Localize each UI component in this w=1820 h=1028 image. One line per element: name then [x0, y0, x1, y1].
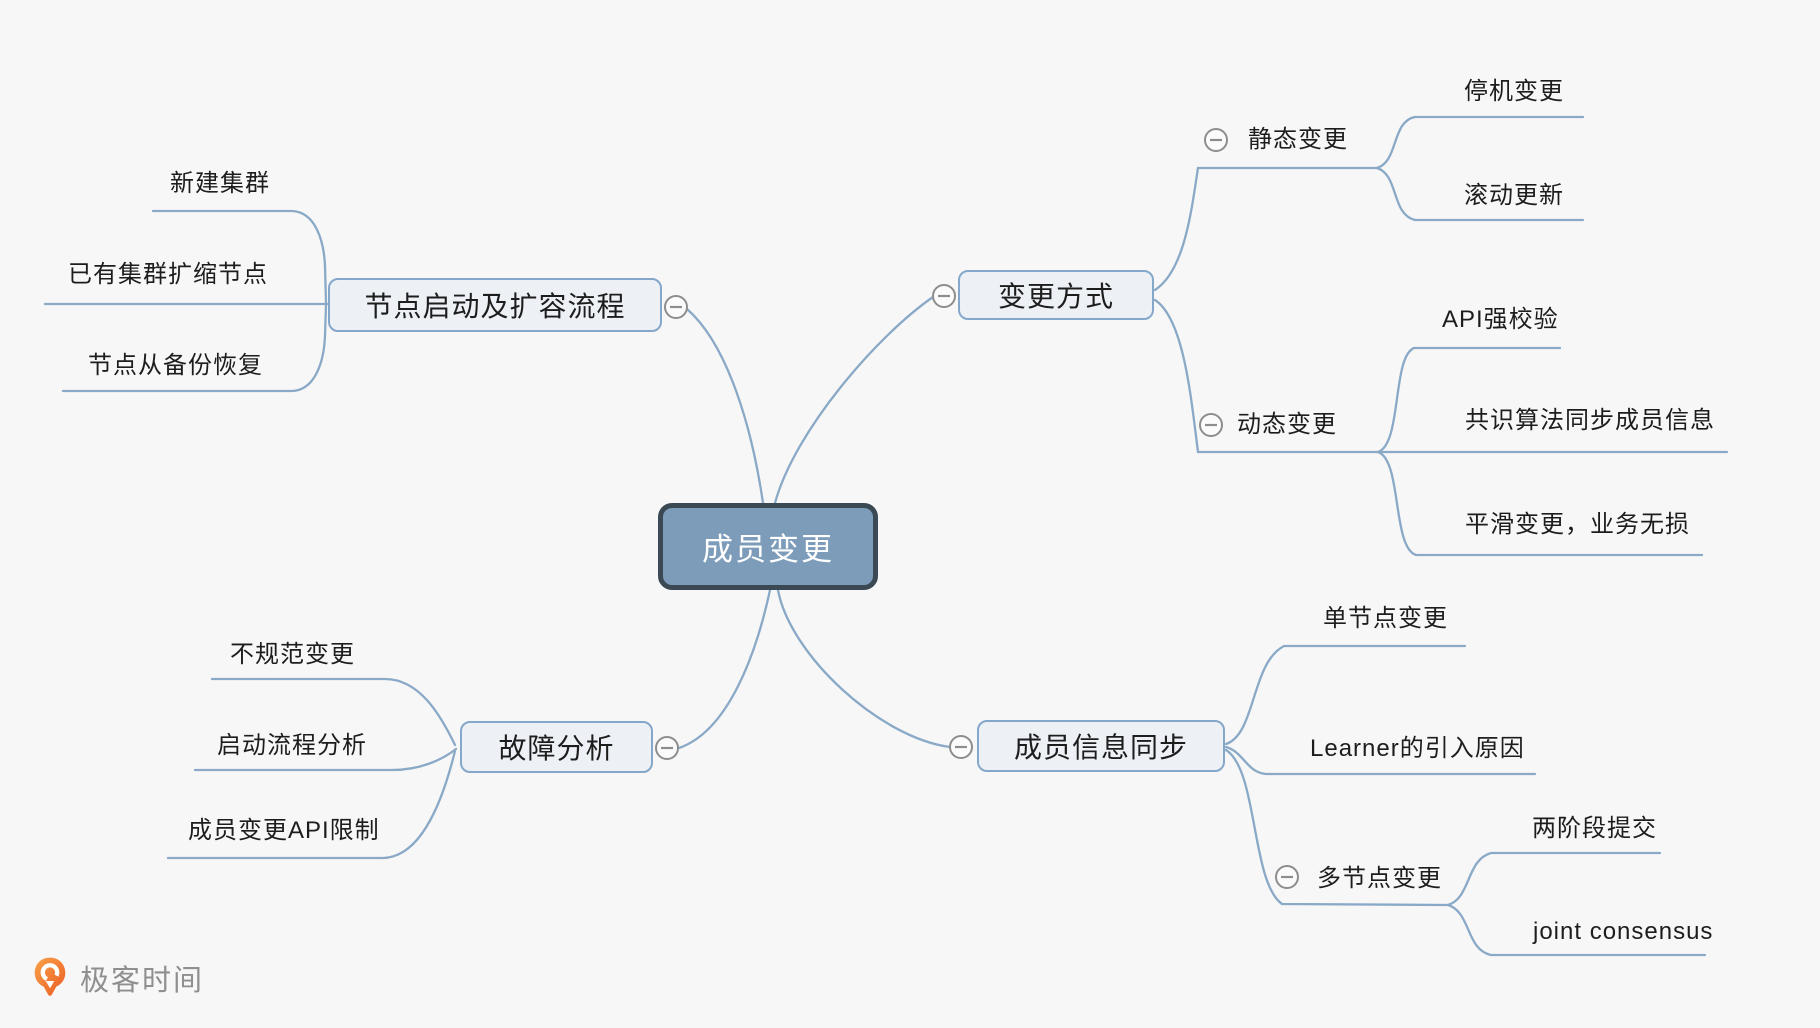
- connector-root-sync: [776, 588, 952, 749]
- subtopic-dynamic-change[interactable]: 动态变更: [1237, 411, 1337, 438]
- subtopic-multi-node-change[interactable]: 多节点变更: [1317, 865, 1442, 892]
- connector-downtime-change: [1375, 115, 1585, 170]
- topic-fault-analysis-label: 故障分析: [498, 733, 615, 764]
- collapse-icon-fault[interactable]: [655, 736, 679, 760]
- connector-new-cluster: [151, 209, 328, 305]
- connector-two-phase-commit: [1446, 851, 1662, 907]
- leaf-rolling-update[interactable]: 滚动更新: [1464, 182, 1564, 209]
- topic-fault-analysis[interactable]: 故障分析: [460, 721, 653, 773]
- connector-api-validation: [1376, 346, 1562, 454]
- geektime-logo: 极客时间: [33, 956, 204, 1000]
- connector-rolling-update: [1375, 166, 1585, 222]
- leaf-startup-flow-analysis[interactable]: 启动流程分析: [217, 732, 367, 759]
- connector-smooth-change: [1376, 450, 1704, 557]
- leaf-single-node-change[interactable]: 单节点变更: [1323, 605, 1448, 632]
- leaf-smooth-change-no-loss[interactable]: 平滑变更，业务无损: [1465, 511, 1690, 538]
- leaf-consensus-sync-member-info[interactable]: 共识算法同步成员信息: [1465, 407, 1715, 434]
- leaf-nonstandard-change[interactable]: 不规范变更: [230, 641, 355, 668]
- connector-restore-backup: [61, 303, 328, 393]
- collapse-icon-startup[interactable]: [664, 295, 688, 319]
- leaf-joint-consensus[interactable]: joint consensus: [1533, 918, 1714, 945]
- leaf-api-strong-validation[interactable]: API强校验: [1442, 306, 1559, 333]
- connector-root-change-method: [773, 295, 935, 505]
- collapse-icon-change-method[interactable]: [932, 284, 956, 308]
- leaf-learner-introduction-reason[interactable]: Learner的引入原因: [1310, 735, 1525, 762]
- topic-member-info-sync[interactable]: 成员信息同步: [977, 720, 1225, 772]
- leaf-new-cluster[interactable]: 新建集群: [170, 170, 270, 197]
- subtopic-static-change[interactable]: 静态变更: [1248, 126, 1348, 153]
- topic-change-method-label: 变更方式: [997, 281, 1114, 312]
- connector-dynamic-change: [1153, 298, 1729, 454]
- connector-member-api-limit: [166, 749, 457, 860]
- connector-joint-consensus: [1446, 903, 1707, 957]
- leaf-member-change-api-limit[interactable]: 成员变更API限制: [188, 817, 380, 844]
- leaf-two-phase-commit[interactable]: 两阶段提交: [1532, 815, 1657, 842]
- leaf-downtime-change[interactable]: 停机变更: [1464, 78, 1564, 105]
- geektime-logo-icon: [34, 957, 66, 996]
- root-topic-label: 成员变更: [702, 532, 834, 567]
- connector-learner-reason: [1224, 745, 1537, 776]
- connector-static-change: [1153, 166, 1379, 292]
- leaf-scale-existing-cluster[interactable]: 已有集群扩缩节点: [68, 261, 268, 288]
- connector-single-node-change: [1224, 644, 1467, 746]
- topic-change-method[interactable]: 变更方式: [958, 270, 1154, 320]
- geektime-logo-text: 极客时间: [80, 965, 205, 997]
- topic-startup-flow[interactable]: 节点启动及扩容流程: [328, 278, 662, 332]
- connector-startup-flow-analysis: [193, 747, 458, 772]
- topic-startup-flow-label: 节点启动及扩容流程: [364, 291, 626, 322]
- collapse-icon-multi-node[interactable]: [1275, 865, 1299, 889]
- connector-root-startup: [685, 307, 765, 505]
- topic-member-info-sync-label: 成员信息同步: [1013, 732, 1188, 763]
- connector-multi-node-change: [1224, 748, 1450, 907]
- leaf-restore-from-backup[interactable]: 节点从备份恢复: [88, 352, 263, 379]
- collapse-icon-sync[interactable]: [949, 735, 973, 759]
- collapse-icon-static-change[interactable]: [1204, 128, 1228, 152]
- collapse-icon-dynamic-change[interactable]: [1199, 413, 1223, 437]
- root-topic[interactable]: 成员变更: [658, 503, 878, 590]
- connector-nonstandard-change: [210, 677, 457, 747]
- connector-root-fault: [677, 588, 772, 750]
